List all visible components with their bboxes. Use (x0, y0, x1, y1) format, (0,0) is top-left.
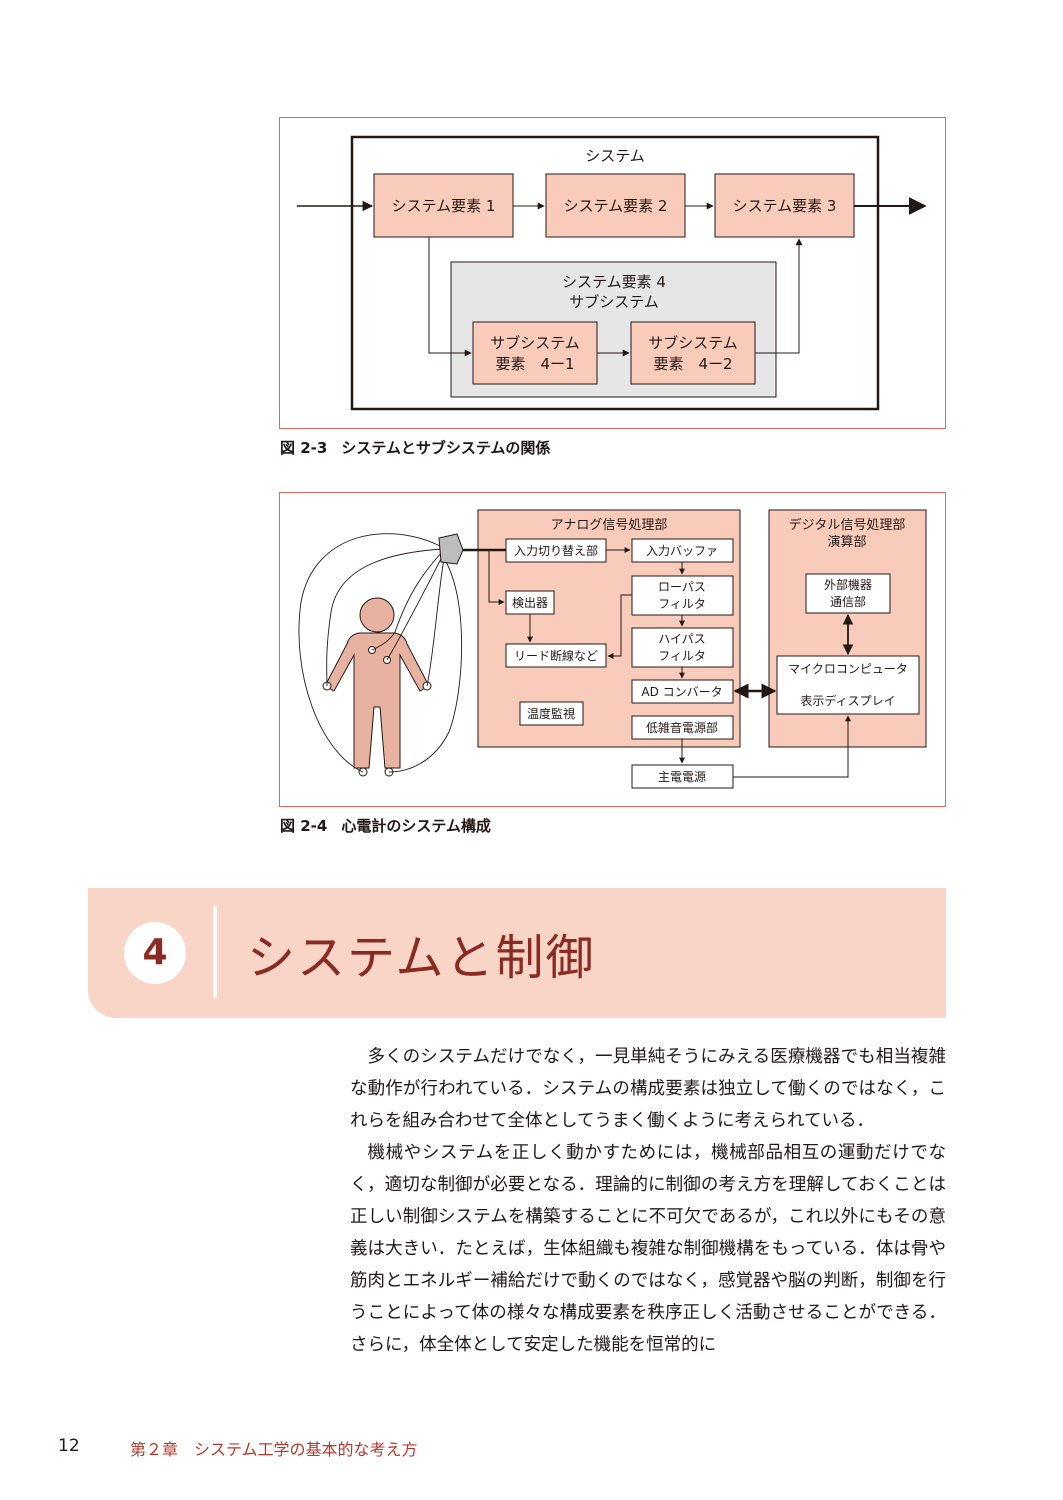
figure-2-4-diagram: アナログ信号処理部 デジタル信号処理部 演算部 入力切り替え部 入力バッファ ロ… (298, 509, 927, 789)
element4-label: システム要素 4 (562, 273, 666, 291)
arrow-1-to-sub1 (428, 237, 472, 357)
sub-element-4-2-line1: サブシステム (648, 334, 738, 352)
section-number: 4 (124, 922, 186, 984)
section-divider (213, 906, 217, 998)
lowpass-line1: ローパス (658, 580, 706, 594)
ad-converter-label: AD コンバータ (641, 685, 722, 699)
figure-2-4-frame (279, 492, 946, 807)
page-number: 12 (58, 1436, 80, 1456)
element-1-label: システム要素 1 (392, 197, 496, 215)
figure-2-3-title: システムとサブシステムの関係 (341, 439, 551, 457)
paragraph-1: 多くのシステムだけでなく，一見単純そうにみえる医療機器でも相当複雑な動作が行われ… (350, 1047, 946, 1131)
body-text: 多くのシステムだけでなく，一見単純そうにみえる医療機器でも相当複雑な動作が行われ… (350, 1041, 946, 1361)
element-3-label: システム要素 3 (733, 197, 837, 215)
temp-monitor-label: 温度監視 (527, 706, 575, 721)
ext-comm-line1: 外部機器 (824, 577, 872, 592)
arrow-sub2-to-3 (755, 238, 803, 354)
sub-element-4-2-line2: 要素 4ー2 (653, 355, 732, 373)
temp-monitor-box (519, 701, 584, 726)
highpass-line2: フィルタ (658, 649, 706, 663)
input-buffer-label: 入力バッファ (646, 544, 718, 558)
figure-2-4-title: 心電計のシステム構成 (341, 817, 491, 835)
digital-title-line2: 演算部 (827, 534, 866, 550)
input-switch-label: 入力切り替え部 (514, 543, 598, 558)
section-heading-band (88, 888, 946, 1018)
element-2-box (545, 173, 686, 238)
arrow-main-power-to-micro (733, 715, 851, 778)
arrow-to-detector (488, 550, 505, 605)
system-label: システム (585, 147, 645, 165)
microcomputer-box (776, 655, 920, 715)
figure-2-3-frame (279, 117, 946, 429)
element-3-box (714, 173, 855, 238)
detector-label: 検出器 (512, 596, 548, 610)
lead-break-box (505, 643, 607, 668)
patient-body-figure (298, 533, 464, 777)
section-title: システムと制御 (247, 930, 596, 986)
ext-comm-box (805, 573, 891, 614)
sub-element-4-1-box (472, 321, 598, 385)
ad-converter-box (631, 679, 734, 704)
sub-element-4-1-line2: 要素 4ー1 (495, 355, 574, 373)
low-noise-power-label: 低雑音電源部 (646, 720, 718, 735)
analog-title: アナログ信号処理部 (551, 518, 668, 533)
main-power-label: 主電電源 (658, 770, 706, 784)
figure-2-3-diagram: システム システム要素 4 サブシステム システム要素 1 システム要素 2 シ… (297, 135, 927, 411)
ext-comm-line2: 通信部 (830, 594, 866, 609)
figure-2-3-number: 図 2-3 (280, 439, 328, 457)
digital-title-line1: デジタル信号処理部 (789, 517, 906, 533)
running-footer-chapter: 第２章 システム工学の基本的な考え方 (130, 1440, 418, 1459)
microcomputer-line1: マイクロコンピュータ (788, 662, 908, 676)
figure-2-4-number: 図 2-4 (280, 817, 328, 835)
subsystem-label: サブシステム (569, 293, 659, 311)
paragraph-2: 機械やシステムを正しく動かすためには，機械部品相互の運動だけでなく，適切な制御が… (350, 1143, 946, 1355)
figure-2-4-caption: 図 2-4 心電計のシステム構成 (280, 815, 491, 836)
sub-element-4-1-line1: サブシステム (490, 334, 580, 352)
figure-2-3-caption: 図 2-3 システムとサブシステムの関係 (280, 437, 550, 458)
microcomputer-line2: 表示ディスプレイ (800, 693, 895, 708)
highpass-line1: ハイパス (658, 632, 706, 646)
lead-break-label: リード断線など (514, 648, 598, 663)
lowpass-line2: フィルタ (658, 597, 706, 611)
sub-element-4-2-box (630, 321, 756, 385)
element-2-label: システム要素 2 (564, 197, 668, 215)
arrow-lowpass-to-lead (607, 594, 632, 659)
